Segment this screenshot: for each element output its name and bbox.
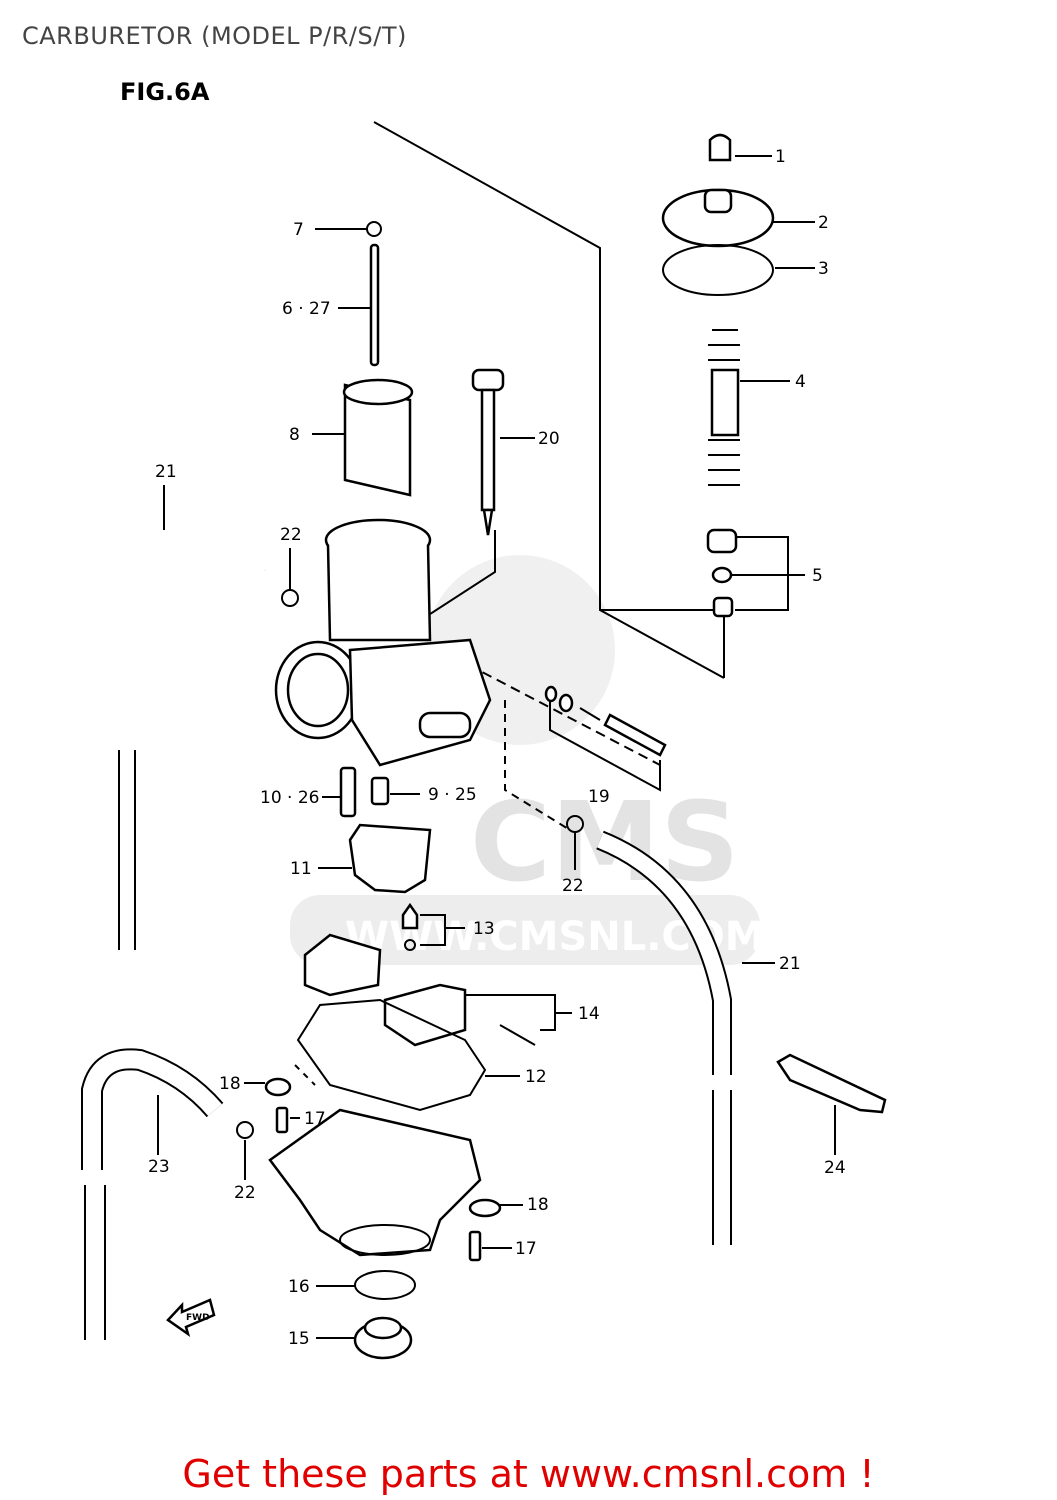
callout-21-right: 21 — [779, 954, 801, 974]
part-6-jet-needle — [369, 243, 380, 367]
callout-14: 14 — [578, 1004, 600, 1024]
part-17-screw-lower — [468, 1230, 482, 1262]
footer-link[interactable]: Get these parts at www.cmsnl.com ! — [182, 1452, 875, 1496]
part-2-top-cover — [661, 188, 775, 248]
part-24-hose-guide — [776, 1053, 887, 1114]
part-11-float — [348, 823, 432, 894]
callout-24: 24 — [824, 1158, 846, 1178]
part-16-o-ring — [354, 1270, 416, 1300]
callout-7: 7 — [293, 220, 304, 240]
callout-17-lower: 17 — [515, 1239, 537, 1259]
part-15-drain-plug — [353, 1316, 413, 1360]
callout-2: 2 — [818, 213, 829, 233]
part-19-throttle-stop-set — [544, 685, 667, 792]
part-7-clip — [366, 221, 382, 237]
part-1-cap — [708, 133, 732, 162]
part-9-pilot-jet — [370, 776, 390, 806]
part-17-screw-upper — [275, 1106, 289, 1134]
part-20-air-screw — [471, 368, 505, 536]
callout-9: 9 · 25 — [428, 785, 477, 805]
callout-21-left: 21 — [155, 462, 177, 482]
part-10-main-jet — [339, 766, 357, 818]
part-8-throttle-valve — [342, 378, 414, 497]
callout-4: 4 — [795, 372, 806, 392]
callout-22-b: 22 — [562, 876, 584, 896]
callout-17-upper: 17 — [304, 1109, 326, 1129]
part-3-gasket — [662, 244, 774, 296]
callout-1: 1 — [775, 147, 786, 167]
callout-13: 13 — [473, 919, 495, 939]
callout-23: 23 — [148, 1157, 170, 1177]
part-12-float-chamber-gasket — [296, 998, 487, 1112]
callout-11: 11 — [290, 859, 312, 879]
callout-8: 8 — [289, 425, 300, 445]
part-21-vent-hose-right — [596, 830, 732, 1245]
fwd-arrow-icon: FWD — [166, 1298, 216, 1338]
callout-5: 5 — [812, 566, 823, 586]
part-22-clip-c — [236, 1121, 254, 1139]
callout-20: 20 — [538, 429, 560, 449]
part-18-clamp-lower — [468, 1198, 502, 1218]
callout-6: 6 · 27 — [282, 299, 331, 319]
callout-3: 3 — [818, 259, 829, 279]
callout-22-a: 22 — [280, 525, 302, 545]
callout-22-c: 22 — [234, 1183, 256, 1203]
fwd-label: FWD — [186, 1313, 210, 1323]
callout-18-lower: 18 — [527, 1195, 549, 1215]
exploded-parts-diagram: CMS WWW.CMSNL.COM — [81, 121, 887, 1360]
part-5-needle-clip-set — [706, 528, 738, 618]
part-22-clip-a — [281, 589, 299, 607]
part-23-overflow-hose — [81, 1048, 224, 1340]
float-chamber — [268, 1108, 482, 1257]
part-18-clamp-upper — [264, 1077, 292, 1097]
carburetor-body — [274, 518, 492, 767]
part-21-vent-hose-left — [111, 522, 270, 950]
callout-15: 15 — [288, 1329, 310, 1349]
callout-labels: 1 2 3 4 5 6 · 27 7 8 9 · 25 10 · 26 11 1… — [148, 147, 846, 1349]
callout-18-upper: 18 — [219, 1074, 241, 1094]
page-title: CARBURETOR (MODEL P/R/S/T) — [22, 22, 407, 50]
callout-10: 10 · 26 — [260, 788, 319, 808]
leader-lines — [157, 155, 836, 1339]
callout-12: 12 — [525, 1067, 547, 1087]
callout-16: 16 — [288, 1277, 310, 1297]
callout-19: 19 — [588, 787, 610, 807]
figure-label: FIG.6A — [120, 78, 210, 106]
part-13-needle-valve — [401, 902, 419, 951]
part-4-spring — [708, 329, 740, 486]
